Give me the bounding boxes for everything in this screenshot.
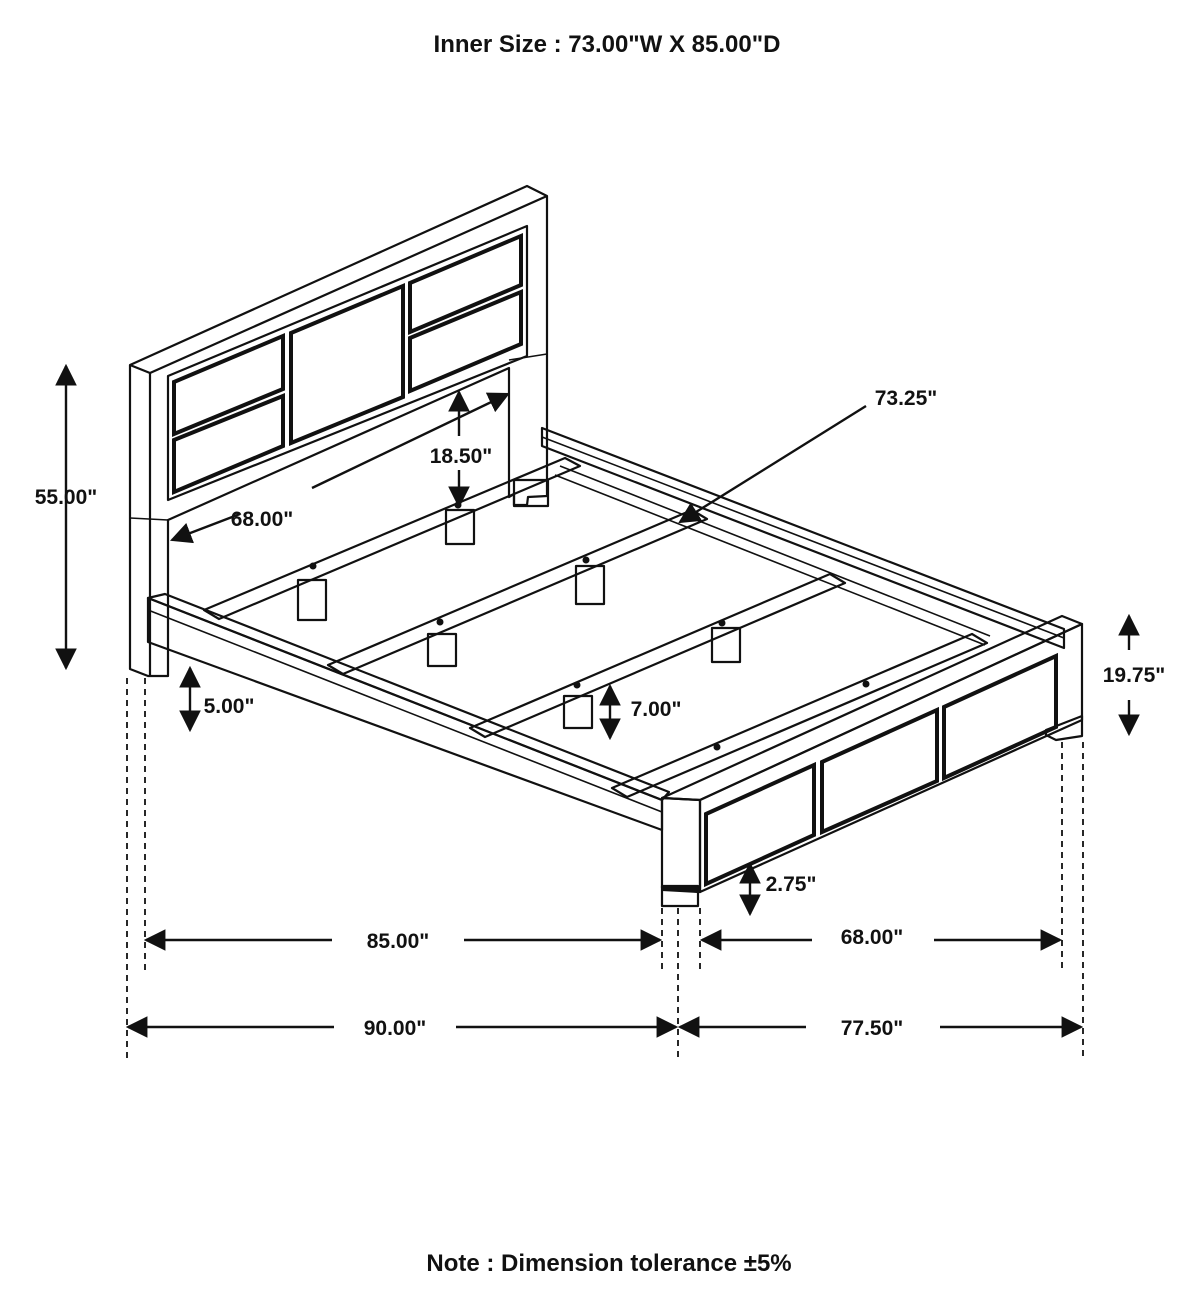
headboard-panel (289, 282, 405, 446)
slat (326, 508, 709, 676)
slats (202, 456, 989, 799)
inner-size-title: Inner Size : 73.00"W X 85.00"D (434, 31, 781, 58)
headboard-panel (408, 232, 523, 336)
headboard-panel (408, 289, 523, 395)
headboard-panel (172, 332, 285, 437)
footboard-width-label: 68.00" (841, 926, 904, 949)
tolerance-note: Note : Dimension tolerance ±5% (426, 1250, 791, 1277)
rail-clearance-label: 5.00" (204, 695, 255, 718)
dimension-arrows (55, 363, 1140, 1038)
headboard-height-label: 55.00" (35, 486, 98, 509)
headboard (128, 184, 550, 678)
footboard-clearance-label: 2.75" (766, 873, 817, 896)
overall-length-label: 90.00" (364, 1017, 427, 1040)
headboard-width-label: 68.00" (231, 508, 294, 531)
dimension-labels: 55.00" 68.00" 18.50" 73.25" 19.75" 5.00"… (35, 387, 1166, 1040)
overall-width-label: 77.50" (841, 1017, 904, 1040)
footboard-panel (820, 706, 939, 836)
extension-lines (126, 678, 1084, 1060)
slat-leg-height-label: 7.00" (631, 698, 682, 721)
footboard (660, 614, 1084, 908)
headboard-panel-frame (166, 224, 529, 502)
footboard-height-label: 19.75" (1103, 664, 1166, 687)
inner-length-label: 85.00" (367, 930, 430, 953)
slat (202, 456, 582, 621)
footboard-panel (942, 652, 1058, 782)
diagonal-width-label: 73.25" (875, 387, 938, 410)
slat (468, 572, 847, 739)
right-side-rail (540, 426, 1066, 650)
footboard-panel (704, 761, 816, 888)
panel-height-label: 18.50" (430, 445, 493, 468)
slat (610, 632, 989, 799)
headboard-panel (172, 393, 285, 496)
